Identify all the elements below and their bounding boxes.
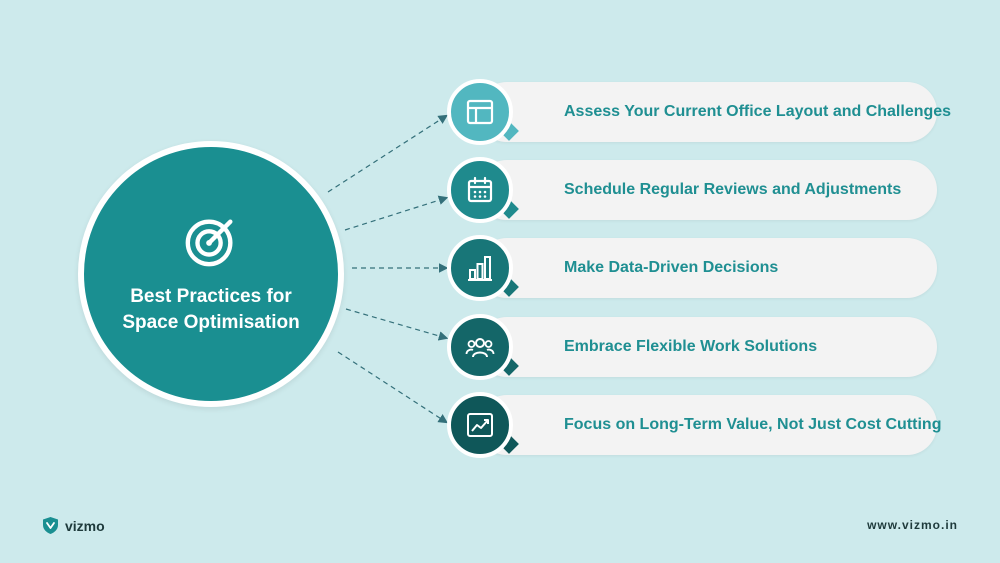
practice-pill: Make Data-Driven Decisions (477, 238, 937, 298)
connector-line-5 (337, 351, 449, 424)
badge (447, 392, 513, 458)
brand-logo: vizmo (42, 516, 105, 535)
practice-item-5: Focus on Long-Term Value, Not Just Cost … (447, 392, 941, 458)
practice-label: Schedule Regular Reviews and Adjustments (564, 181, 902, 198)
badge (447, 157, 513, 223)
practice-pill: Assess Your Current Office Layout and Ch… (477, 82, 951, 142)
hub-title: Best Practices for Space Optimisation (122, 286, 300, 333)
practice-pill: Schedule Regular Reviews and Adjustments (477, 160, 937, 220)
calendar-icon (467, 176, 493, 203)
connector-line-1 (327, 114, 449, 193)
practice-label: Make Data-Driven Decisions (564, 259, 779, 276)
layout-icon (466, 99, 494, 125)
bar-chart-icon (468, 256, 492, 281)
central-hub: Best Practices for Space Optimisation (78, 141, 344, 407)
practice-item-2: Schedule Regular Reviews and Adjustments (447, 157, 939, 223)
practice-pill: Embrace Flexible Work Solutions (477, 317, 937, 377)
practice-label: Focus on Long-Term Value, Not Just Cost … (564, 416, 942, 433)
shield-logo-icon (43, 517, 58, 534)
brand-name: vizmo (65, 517, 105, 534)
practice-item-3: Make Data-Driven Decisions (447, 235, 939, 301)
connector-line-4 (345, 308, 449, 341)
website-url: www.vizmo.in (867, 518, 958, 532)
practice-item-1: Assess Your Current Office Layout and Ch… (447, 79, 951, 145)
trend-chart-icon (467, 413, 493, 437)
team-icon (465, 338, 495, 358)
connector-line-2 (344, 195, 449, 231)
badge (447, 235, 513, 301)
practice-label: Assess Your Current Office Layout and Ch… (564, 103, 952, 120)
badge (447, 79, 513, 145)
badge (447, 314, 513, 380)
target-icon (185, 219, 233, 267)
practice-pill: Focus on Long-Term Value, Not Just Cost … (477, 395, 941, 455)
practice-label: Embrace Flexible Work Solutions (564, 338, 818, 355)
practice-item-4: Embrace Flexible Work Solutions (447, 314, 939, 380)
